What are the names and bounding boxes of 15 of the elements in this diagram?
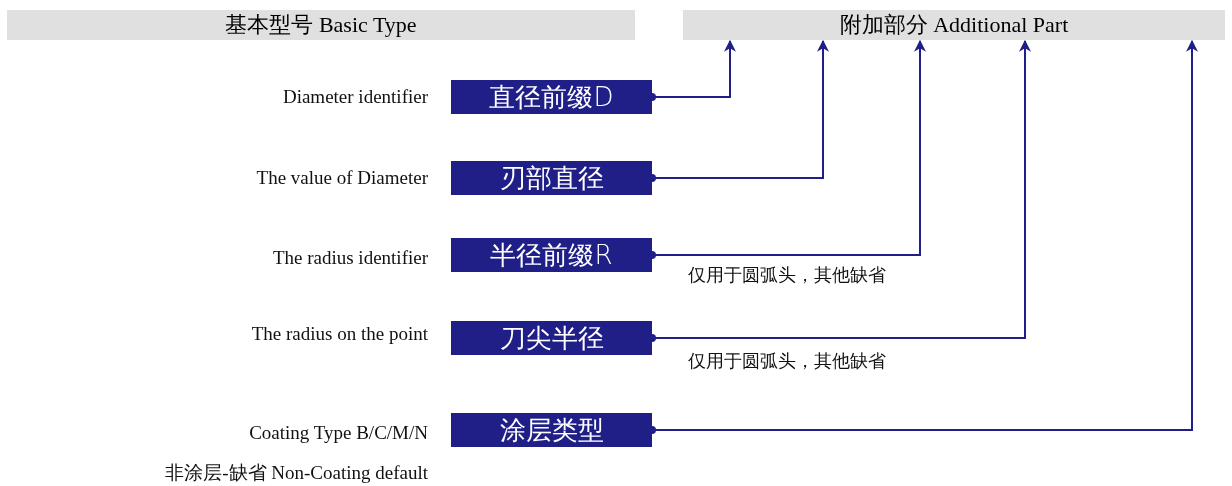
header-band: 附加部分 Additional Part [683,10,1225,40]
code-box: 直径前缀D [451,80,652,114]
field-description: The radius on the point [251,323,428,345]
code-box: 涂层类型 [451,413,652,447]
code-box: 刃部直径 [451,161,652,195]
code-box: 刀尖半径 [451,321,652,355]
code-box: 半径前缀R [451,238,652,272]
header-band: 基本型号 Basic Type [7,10,635,40]
field-description: The radius identifier [272,247,428,269]
note-text: 仅用于圆弧头，其他缺省 [688,349,886,373]
field-description: The value of Diameter [256,167,428,189]
field-description: Diameter identifier [282,86,428,108]
field-description: Coating Type B/C/M/N [249,422,428,444]
note-text: 仅用于圆弧头，其他缺省 [688,263,886,287]
field-description: 非涂层-缺省 Non-Coating default [165,461,428,485]
